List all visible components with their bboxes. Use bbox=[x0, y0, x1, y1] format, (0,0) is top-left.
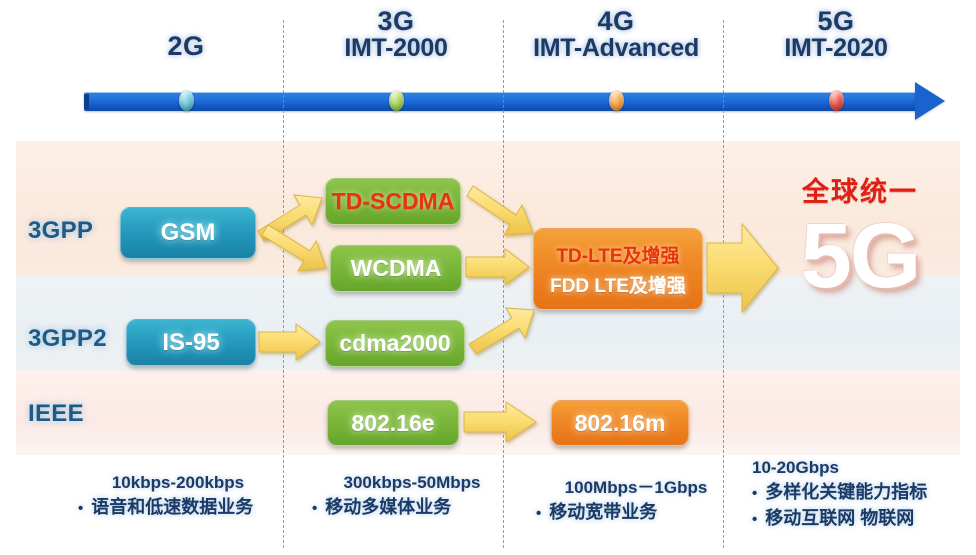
gen-4g-name: IMT-Advanced bbox=[533, 34, 699, 63]
arrow-cdma2000-to-lte bbox=[468, 307, 535, 355]
timeline-dot-4g bbox=[609, 90, 624, 111]
timeline-arrow-icon bbox=[915, 82, 945, 120]
box-wcdma[interactable]: WCDMA bbox=[330, 245, 462, 292]
caption-2g: 10kbps-200kbps 语音和低速数据业务 bbox=[78, 473, 278, 519]
box-802-16e[interactable]: 802.16e bbox=[327, 400, 459, 446]
caption-4g: 100Mbps－1Gbps 移动宽带业务 bbox=[536, 473, 736, 524]
caption-2g-rate: 10kbps-200kbps bbox=[111, 473, 245, 492]
timeline-label-4g: 4G IMT-Advanced bbox=[501, 7, 731, 62]
box-is95[interactable]: IS-95 bbox=[126, 319, 256, 366]
gen-3g-text: 3G bbox=[377, 6, 415, 36]
column-divider-2g-3g bbox=[283, 20, 284, 548]
timeline-label-3g: 3G IMT-2000 bbox=[311, 7, 481, 62]
timeline-bar bbox=[84, 92, 919, 111]
caption-3g: 300kbps-50Mbps 移动多媒体业务 bbox=[312, 473, 512, 519]
row-label-3gpp2: 3GPP2 bbox=[28, 325, 107, 352]
timeline-dot-5g bbox=[829, 90, 844, 111]
caption-2g-item-0: 语音和低速数据业务 bbox=[78, 493, 278, 519]
box-lte[interactable]: TD-LTE及增强 FDD LTE及增强 bbox=[533, 228, 703, 310]
gen-3g-name: IMT-2000 bbox=[344, 34, 448, 63]
box-cdma2000[interactable]: cdma2000 bbox=[325, 320, 465, 367]
box-wcdma-label: WCDMA bbox=[350, 255, 442, 281]
box-gsm[interactable]: GSM bbox=[120, 207, 256, 259]
final-5g-block: 全球统一 5G bbox=[760, 170, 960, 307]
caption-5g-item-0: 多样化关键能力指标 bbox=[752, 478, 972, 504]
arrow-wcdma-to-lte bbox=[465, 248, 530, 286]
box-is95-label: IS-95 bbox=[162, 328, 220, 356]
box-lte-line2: FDD LTE及增强 bbox=[550, 275, 686, 297]
caption-4g-item-0: 移动宽带业务 bbox=[536, 498, 736, 524]
row-label-3gpp: 3GPP bbox=[28, 217, 94, 244]
timeline-dot-3g bbox=[389, 90, 404, 111]
caption-3g-item-0: 移动多媒体业务 bbox=[312, 493, 512, 519]
row-label-ieee: IEEE bbox=[28, 400, 84, 427]
arrow-802-16e-to-802-16m bbox=[463, 401, 537, 443]
caption-5g-item-1: 移动互联网 物联网 bbox=[752, 504, 972, 530]
caption-5g: 10-20Gbps 多样化关键能力指标 移动互联网 物联网 bbox=[752, 458, 972, 530]
arrow-is95-to-cdma2000 bbox=[258, 323, 321, 361]
box-lte-line1: TD-LTE及增强 bbox=[556, 245, 680, 267]
timeline-label-2g: 2G bbox=[136, 31, 236, 61]
arrow-td-scdma-to-lte bbox=[466, 185, 534, 236]
box-802-16m[interactable]: 802.16m bbox=[551, 400, 689, 446]
caption-4g-rate: 100Mbps－1Gbps bbox=[564, 478, 708, 497]
caption-5g-rate: 10-20Gbps bbox=[752, 458, 839, 477]
gen-5g-text: 5G bbox=[817, 6, 855, 36]
box-td-scdma[interactable]: TD-SCDMA bbox=[325, 178, 461, 225]
box-802-16m-label: 802.16m bbox=[574, 409, 666, 436]
box-gsm-label: GSM bbox=[160, 219, 216, 246]
box-802-16e-label: 802.16e bbox=[351, 409, 435, 436]
final-5g-text: 5G bbox=[800, 205, 922, 307]
caption-3g-rate: 300kbps-50Mbps bbox=[343, 473, 481, 492]
box-cdma2000-label: cdma2000 bbox=[339, 330, 451, 356]
final-headline: 全球统一 bbox=[802, 177, 918, 207]
timeline-dot-2g bbox=[179, 90, 194, 111]
timeline-label-5g: 5G IMT-2020 bbox=[751, 7, 921, 62]
box-td-scdma-label: TD-SCDMA bbox=[331, 188, 455, 214]
gen-2g-text: 2G bbox=[167, 31, 205, 61]
column-divider-3g-4g bbox=[503, 20, 504, 548]
arrow-lte-to-5g bbox=[706, 222, 779, 314]
gen-4g-text: 4G bbox=[597, 6, 635, 36]
gen-5g-name: IMT-2020 bbox=[784, 34, 888, 63]
arrow-gsm-to-wcdma bbox=[261, 224, 327, 272]
